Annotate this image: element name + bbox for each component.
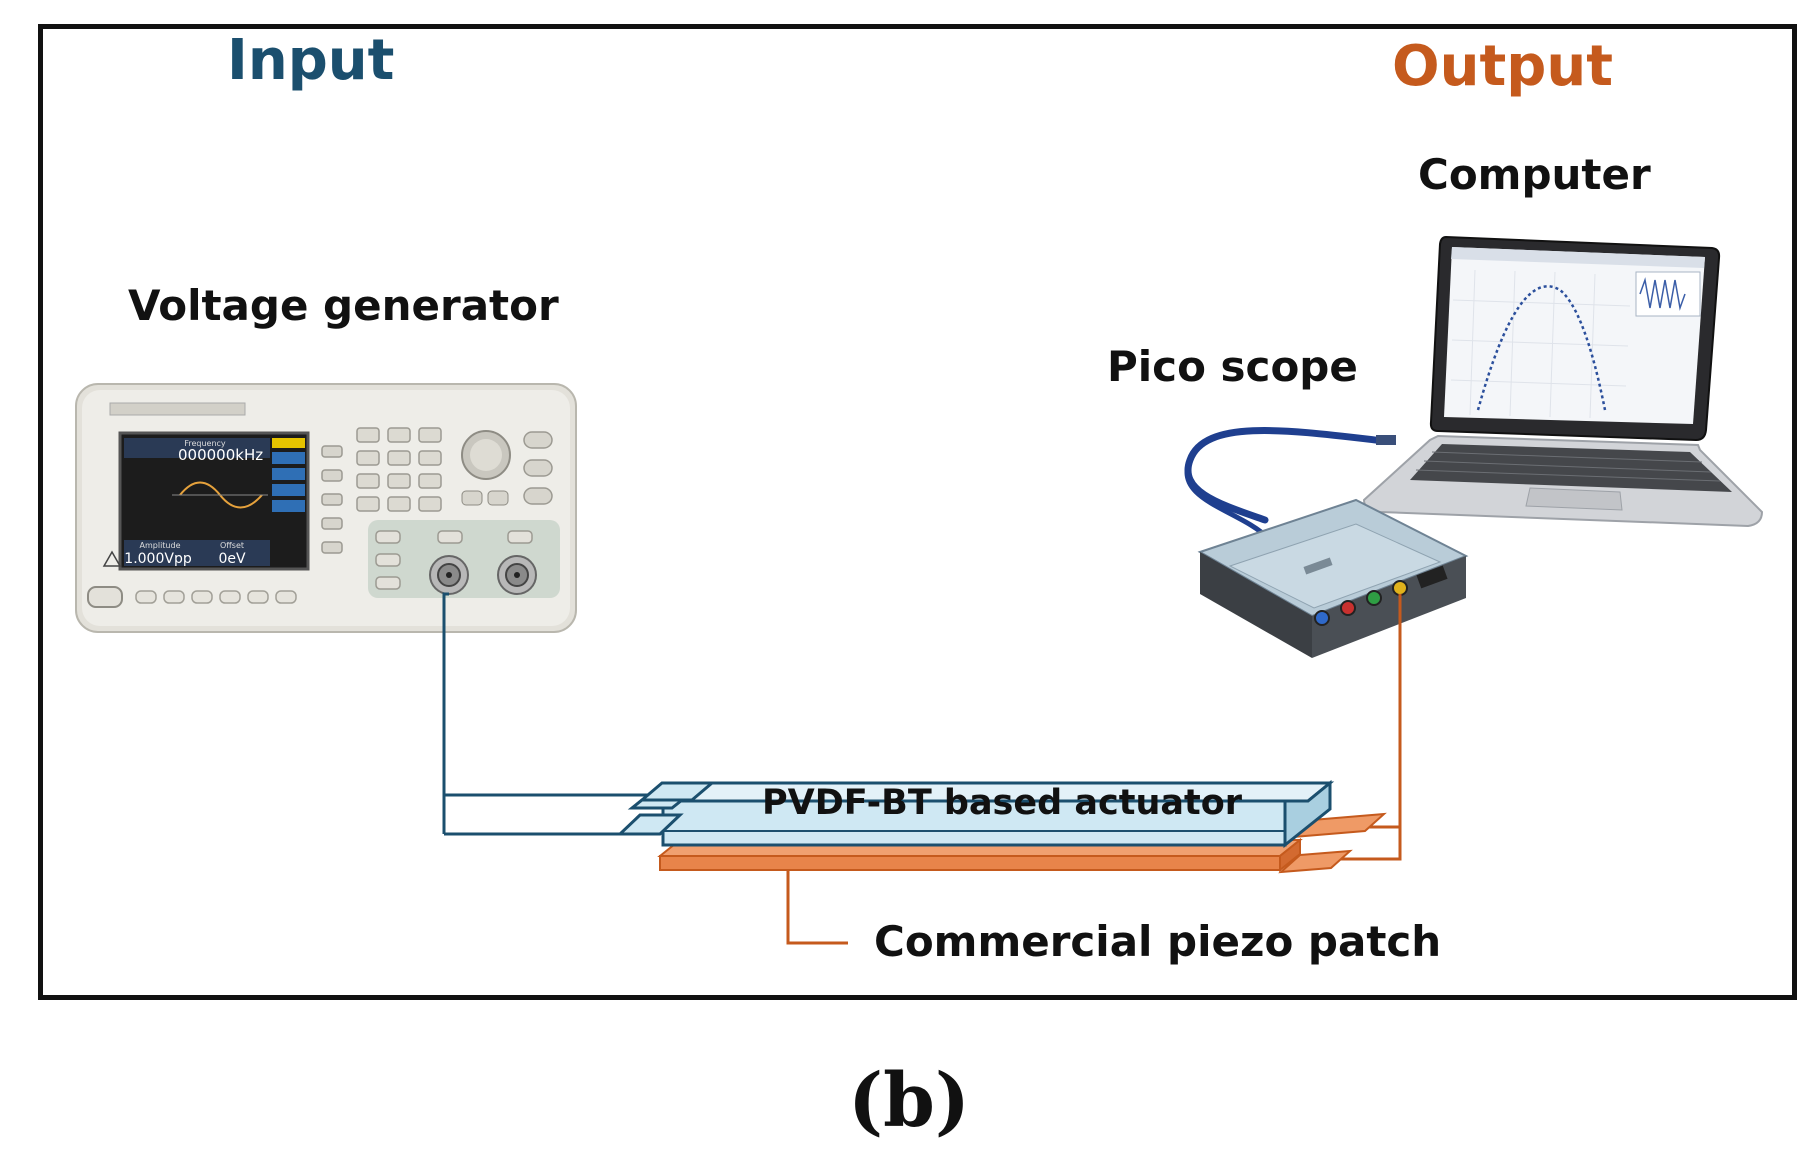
computer-label: Computer [1418,150,1651,199]
pvdf-bt-actuator [616,779,1335,849]
laptop-computer [1362,235,1764,528]
input-title: Input [227,28,395,93]
offset-value: 0eV [218,551,246,567]
piezo-patch-label: Commercial piezo patch [874,917,1442,966]
voltage-generator: Frequency 000000kHz Amplitude 1.000Vpp O… [75,383,577,633]
generator-screen: Frequency 000000kHz Amplitude 1.000Vpp O… [118,431,310,571]
input-electrode-tab [616,813,684,836]
amplitude-value: 1.000Vpp [124,551,192,567]
figure-caption: (b) [848,1058,970,1144]
offset-label: Offset [220,541,244,550]
actuator-label: PVDF-BT based actuator [762,783,1243,823]
frequency-label: Frequency [184,439,226,448]
voltage-generator-label: Voltage generator [128,281,559,330]
frequency-value: 000000kHz [178,446,263,464]
diagram-frame [38,24,1797,1000]
plot-curve [1476,285,1607,411]
output-title: Output [1392,34,1613,99]
input-electrode-tab [627,798,687,810]
channel-c-connector-icon [1366,590,1382,606]
channel-d-connector-icon [1392,580,1408,596]
pico-scope-label: Pico scope [1107,342,1358,391]
channel-a-connector-icon [1314,610,1330,626]
pico-scope [1197,498,1469,658]
amplitude-label: Amplitude [140,541,181,550]
bnc-connector-icon [429,555,469,595]
bnc-connector-icon [497,555,537,595]
warning-icon [102,550,122,567]
output-electrode-tab [1278,849,1353,874]
channel-b-connector-icon [1340,600,1356,616]
input-electrode-tab [637,781,717,802]
usb-cable [1184,427,1396,541]
input-wires [442,592,660,836]
